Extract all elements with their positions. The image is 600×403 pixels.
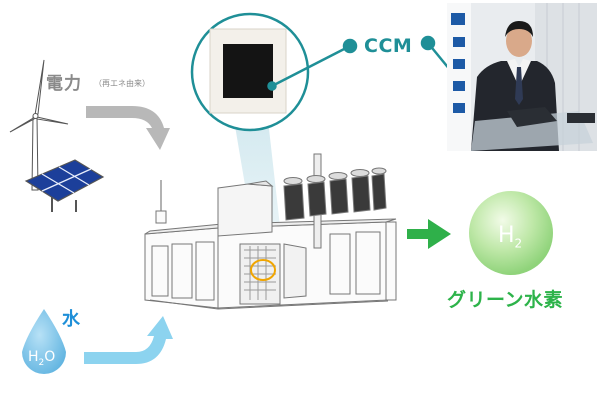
electrolyzer-unit — [144, 153, 397, 310]
power-arrow — [86, 106, 170, 150]
power-source-note: （再エネ由来） — [94, 79, 150, 88]
water-drop-icon — [22, 309, 66, 374]
ccm-label: CCM — [364, 35, 413, 57]
h2o-formula: H2O — [28, 349, 56, 368]
wind-turbine-icon — [9, 59, 69, 191]
magnifier-circle — [190, 12, 310, 132]
water-arrow — [84, 316, 173, 364]
green-hydrogen-label: グリーン水素 — [447, 289, 564, 311]
hydrogen-sphere-icon — [469, 191, 553, 275]
power-label: 電力 — [46, 74, 82, 94]
output-arrow — [407, 219, 451, 249]
ccm-location-ring — [250, 259, 276, 281]
h2-formula: H2 — [498, 223, 523, 251]
water-label: 水 — [62, 309, 80, 330]
solar-panel-icon — [24, 159, 105, 212]
speaker-photo — [447, 3, 597, 151]
